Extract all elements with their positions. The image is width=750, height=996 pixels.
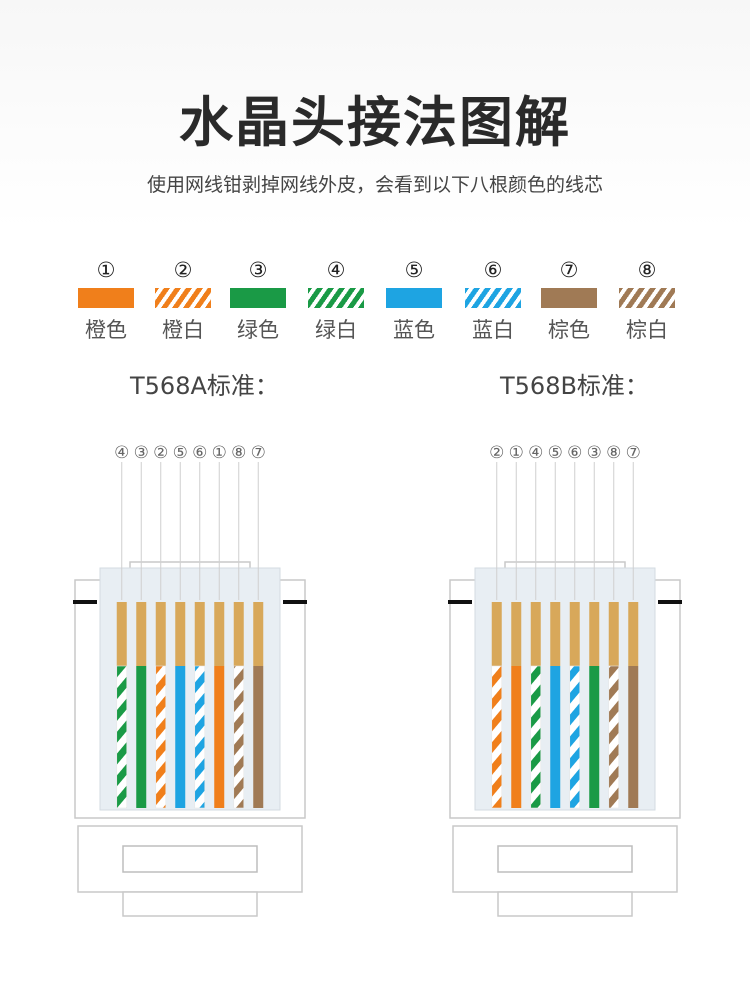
copper-contact — [530, 602, 541, 666]
legend-swatch — [465, 288, 521, 308]
legend-number: ⑧ — [637, 258, 657, 282]
copper-contact — [608, 602, 619, 666]
legend-item: ⑥ 蓝白 — [453, 256, 533, 344]
copper-contact — [155, 602, 166, 666]
wire-core — [589, 666, 600, 808]
pin-order-label: ① — [212, 443, 227, 463]
wire-core — [116, 665, 128, 809]
legend-label: 绿色 — [237, 318, 279, 342]
wire-core — [194, 665, 206, 809]
pin-order-label: ⑥ — [192, 443, 207, 463]
pin-order-label: ④ — [114, 443, 129, 463]
legend-number: ⑥ — [483, 258, 503, 282]
wire-core — [608, 665, 620, 809]
cable-tail — [122, 891, 258, 917]
legend-label: 橙色 — [85, 318, 127, 342]
cable-tail — [497, 891, 633, 917]
wire-core — [233, 665, 245, 809]
copper-contact — [116, 602, 127, 666]
legend-number: ② — [173, 258, 193, 282]
legend-item: ⑧ 棕白 — [607, 256, 687, 344]
connector-latch-bar — [73, 600, 97, 604]
boot-window — [122, 845, 258, 873]
legend-number: ⑦ — [559, 258, 579, 282]
wire-core — [253, 666, 264, 808]
copper-contact — [194, 602, 205, 666]
legend-label: 棕色 — [548, 318, 590, 342]
wire-core — [175, 666, 186, 808]
pin-order-label: ⑤ — [173, 443, 188, 463]
page-title: 水晶头接法图解 — [179, 91, 571, 154]
copper-contact — [550, 602, 561, 666]
legend-label: 蓝白 — [472, 318, 514, 342]
legend-swatch — [230, 288, 286, 308]
legend-label: 橙白 — [162, 318, 204, 342]
wire-core — [136, 666, 147, 808]
page-subtitle: 使用网线钳剥掉网线外皮，会看到以下八根颜色的线芯 — [146, 174, 603, 196]
copper-contact — [628, 602, 639, 666]
legend-label: 蓝色 — [393, 318, 435, 342]
wire-core — [511, 666, 522, 808]
legend-number: ③ — [248, 258, 268, 282]
legend-swatch — [386, 288, 442, 308]
boot-window — [497, 845, 633, 873]
t568b-label: T568B标准： — [500, 372, 649, 400]
pin-order-label: ③ — [134, 443, 149, 463]
pin-order-label: ③ — [587, 443, 602, 463]
copper-contact — [511, 602, 522, 666]
wire-core — [155, 665, 167, 809]
copper-contact — [491, 602, 502, 666]
legend-item: ④ 绿白 — [296, 256, 376, 344]
pin-order-label: ⑦ — [626, 443, 641, 463]
connector-latch-bar — [283, 600, 307, 604]
legend-swatch — [619, 288, 675, 308]
legend-item: ⑦ 棕色 — [529, 256, 609, 344]
legend-number: ① — [96, 258, 116, 282]
wire-core — [491, 665, 503, 809]
pin-order-label: ⑧ — [231, 443, 246, 463]
pin-order-label: ⑧ — [606, 443, 621, 463]
legend-item: ③ 绿色 — [218, 256, 298, 344]
copper-contact — [253, 602, 264, 666]
legend-swatch — [155, 288, 211, 308]
connector-latch-bar — [658, 600, 682, 604]
legend-item: ⑤ 蓝色 — [374, 256, 454, 344]
t568a-label: T568A标准： — [130, 372, 279, 400]
wire-core — [530, 665, 542, 809]
legend-label: 棕白 — [626, 318, 668, 342]
connector-latch-bar — [448, 600, 472, 604]
wire-core — [628, 666, 639, 808]
pin-order-label: ① — [509, 443, 524, 463]
copper-contact — [175, 602, 186, 666]
wire-core — [214, 666, 225, 808]
color-legend: ① 橙色 ② 橙白 ③ 绿色 ④ 绿白 ⑤ 蓝色 ⑥ 蓝白 ⑦ 棕色 ⑧ 棕白 — [0, 256, 750, 356]
wire-core — [569, 665, 581, 809]
copper-contact — [569, 602, 580, 666]
copper-contact — [589, 602, 600, 666]
pin-order-label: ⑤ — [548, 443, 563, 463]
legend-swatch — [78, 288, 134, 308]
header-background — [0, 0, 750, 230]
legend-item: ① 橙色 — [66, 256, 146, 344]
legend-number: ④ — [326, 258, 346, 282]
pin-order-label: ⑦ — [251, 443, 266, 463]
connector-body — [99, 567, 281, 811]
pin-order-label: ② — [153, 443, 168, 463]
legend-swatch — [541, 288, 597, 308]
copper-contact — [136, 602, 147, 666]
legend-item: ② 橙白 — [143, 256, 223, 344]
pin-order-label: ② — [489, 443, 504, 463]
wire-core — [550, 666, 561, 808]
legend-label: 绿白 — [315, 318, 357, 342]
legend-number: ⑤ — [404, 258, 424, 282]
copper-contact — [214, 602, 225, 666]
pin-order-label: ④ — [528, 443, 543, 463]
connector-body — [474, 567, 656, 811]
legend-swatch — [308, 288, 364, 308]
pin-order-label: ⑥ — [567, 443, 582, 463]
copper-contact — [233, 602, 244, 666]
